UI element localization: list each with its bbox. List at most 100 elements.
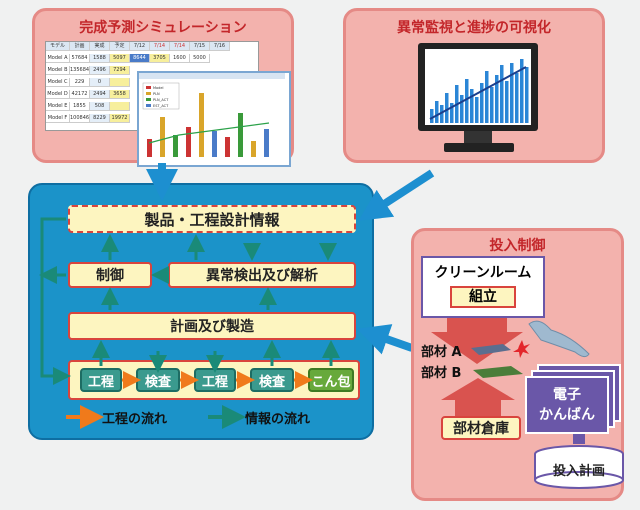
trend-line [429,66,527,120]
table-header-cell: 7/14 [170,42,190,51]
transfer-arrow-down [431,318,523,364]
chart-legend: Model PLN PLN_ACT EST_ACT [142,82,180,110]
table-cell: 1588 [90,54,110,63]
table-cell: 19972 [110,114,130,123]
chart-bar [264,129,269,157]
chart-bar [212,131,217,157]
chart-bar [160,117,165,157]
table-cell: Model B [46,66,70,75]
table-cell: 3705 [150,54,170,63]
cleanroom-box: クリーンルーム 組立 [421,256,545,318]
input-control-graphics [431,318,624,489]
monitor-bar [460,95,464,123]
table-cell [110,78,130,87]
monitor-stand [444,143,514,152]
table-cell: 8644 [130,54,150,63]
monitor-bar [525,67,529,123]
table-cell: 229 [70,78,90,87]
table-header-cell: モデル [46,42,70,51]
table-cell: 1855 [70,102,90,111]
table-cell: 57684 [70,54,90,63]
plan-label: 投入計画 [552,464,605,479]
monitoring-panel: 異常監視と進捗の可視化 [343,8,605,163]
part-b-board [473,366,523,378]
legend-swatch [146,98,151,101]
monitoring-title: 異常監視と進捗の可視化 [397,20,551,36]
chart-titlebar [139,73,285,79]
plan-database-icon [534,471,624,489]
alert-icon [513,340,530,358]
monitor-bar [495,75,499,123]
table-cell: 3658 [110,90,130,99]
transfer-arrow-up [441,378,515,418]
kanban-label-2: かんばん [539,407,595,423]
table-cell: Model D [46,90,70,99]
monitor-bar [475,97,479,123]
barcode-scanner-icon [528,320,590,358]
legend-process-label: 工程の流れ [102,412,168,427]
chart-bar [199,93,204,157]
chart-bar [173,135,178,157]
warehouse-box: 部材倉庫 [441,416,521,440]
planning-box: 計画及び製造 [68,312,356,340]
legend-label: Model [153,86,164,90]
kanban-label-1: 電子 [553,387,581,403]
monitor-bar [465,79,469,123]
legend-info-label: 情報の流れ [245,412,311,427]
cleanroom-label: クリーンルーム [434,265,532,281]
table-cell: 2494 [90,90,110,99]
chart-bar [225,137,230,157]
table-cell: 100846 [70,114,90,123]
table-cell: 135684 [70,66,90,75]
legend-label: PLN [153,92,160,96]
monitor-bar [470,89,474,123]
monitor-neck [464,131,492,143]
part-a-label: 部材 A [421,345,462,360]
table-header-cell: 7/15 [190,42,210,51]
table-cell: 5097 [110,54,130,63]
table-header-cell: 実成 [90,42,110,51]
table-header-cell: 予定 [110,42,130,51]
monitor-bar [515,73,519,123]
part-a-chip [471,344,511,355]
link-arrow-left [356,324,414,355]
table-cell: 2496 [90,66,110,75]
forecast-chart-window: Model PLN PLN_ACT EST_ACT [137,71,291,167]
table-header-cell: 7/12 [130,42,150,51]
table-cell: Model A [46,54,70,63]
monitor-bar [500,65,504,123]
table-cell: Model F [46,114,70,123]
simulation-title: 完成予測シミュレーション [79,20,247,36]
chart-bar [238,113,243,157]
table-cell: 7294 [110,66,130,75]
legend-label: EST_ACT [153,104,169,108]
table-header-cell: 7/14 [150,42,170,51]
chart-bar [186,127,191,157]
input-control-title: 投入制御 [489,238,546,254]
chart-trend-line [148,122,270,144]
monitor-bar [445,93,449,123]
legend-swatch [146,86,151,89]
monitor-bar [450,103,454,123]
monitor-bar [505,81,509,123]
table-cell: 42172 [70,90,90,99]
table-cell: 508 [90,102,110,111]
table-header-cell: 計画 [70,42,90,51]
monitor-bar [440,105,444,123]
monitor-bar [435,101,439,123]
monitor-bar [510,63,514,123]
table-cell: Model E [46,102,70,111]
legend-swatch [146,104,151,107]
table-cell [110,102,130,111]
legend-label: PLN_ACT [153,98,169,102]
monitor-icon [418,43,538,152]
part-b-label: 部材 B [421,366,462,381]
design-info-box: 製品・工程設計情報 [68,205,356,233]
monitor-bar [485,71,489,123]
process-step: 工程 [80,368,122,392]
forecast-chart: Model PLN PLN_ACT EST_ACT [139,73,285,157]
chart-bar [251,141,256,157]
kanban-card: 電子 かんばん [525,376,609,434]
chart-bar [147,139,152,157]
